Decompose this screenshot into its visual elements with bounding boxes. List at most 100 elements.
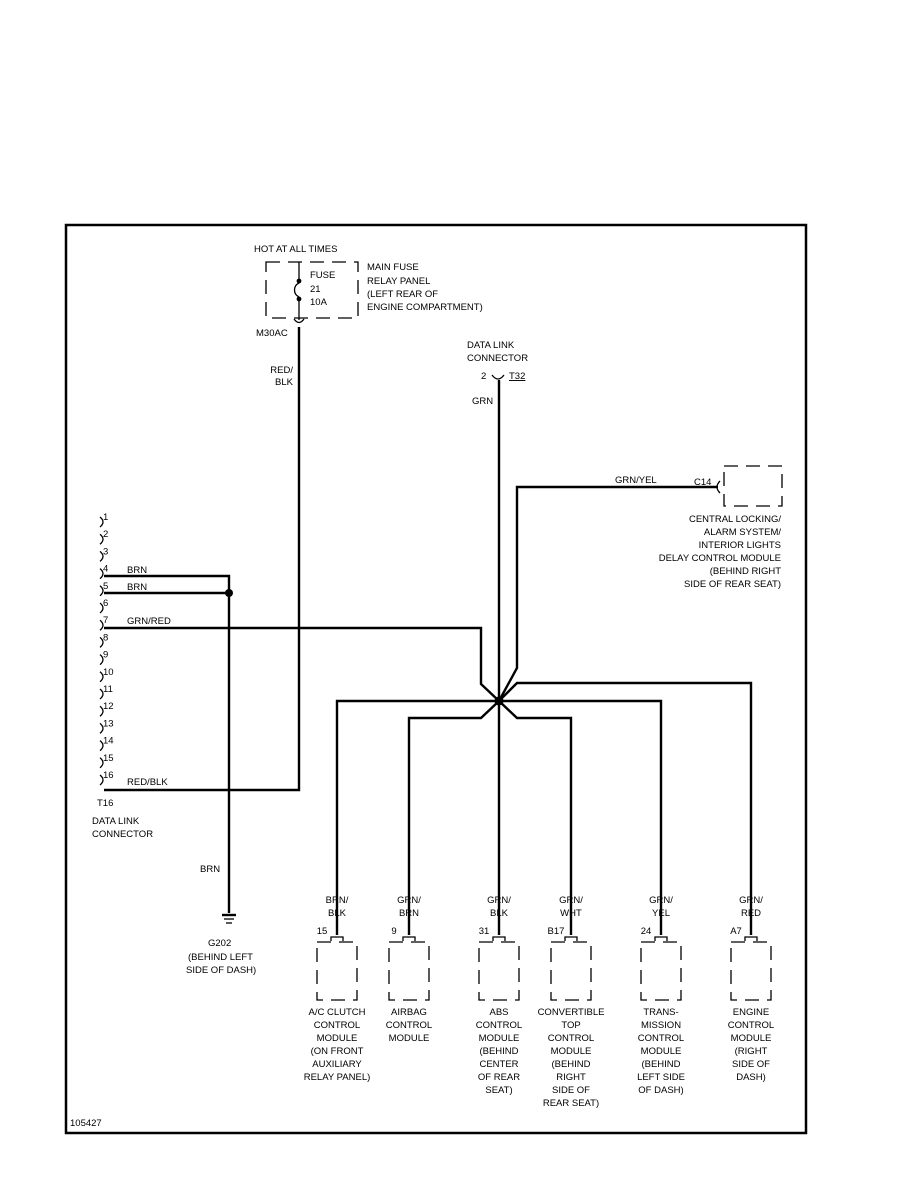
fuse-panel-caption-line: RELAY PANEL [367, 276, 430, 287]
module-connector-socket [744, 936, 758, 941]
t16-wire-labels: BRN BRN GRN/RED RED/BLK [127, 565, 171, 788]
module-description-line: MISSION [641, 1020, 681, 1031]
t16-caption: DATA LINK [92, 816, 140, 827]
wire-red-blk [104, 327, 301, 792]
c14-module-caption: (BEHIND RIGHT [710, 566, 781, 577]
t16-pin4-wire: BRN [127, 565, 147, 576]
module-description-line: MODULE [641, 1046, 682, 1057]
c14-connector-label: C14 [694, 477, 711, 488]
t16-pin-socket [99, 688, 104, 700]
module-description-line: MODULE [731, 1033, 772, 1044]
ground-name: G202 [208, 938, 231, 949]
fuse-panel-box [265, 261, 359, 319]
c14-module-caption: INTERIOR LIGHTS [699, 540, 781, 551]
module-pin-label: 9 [391, 926, 396, 937]
fuse-panel-caption-line: ENGINE COMPARTMENT) [367, 302, 483, 313]
ground-icon [222, 913, 236, 924]
wire-grn-wht-convertible [498, 700, 573, 935]
t16-pin-number: 9 [103, 650, 108, 661]
fuse-panel-caption-line: MAIN FUSE [367, 262, 419, 273]
wiring [104, 327, 753, 935]
module-description-line: (RIGHT [735, 1046, 768, 1057]
module-wire-color: BLK [490, 908, 509, 919]
t16-pin-number: 2 [103, 529, 108, 540]
fuse-panel-caption-line: (LEFT REAR OF [367, 289, 438, 300]
module-wire-color: GRN/ [487, 895, 511, 906]
t16-pin-socket [99, 740, 104, 752]
t16-pin-socket [99, 550, 104, 562]
module-pin-label: A7 [730, 926, 742, 937]
t16-pin-number: 5 [103, 581, 108, 592]
module-box [550, 941, 592, 1001]
t16-pin-number: 6 [103, 598, 108, 609]
data-link-connector-t32: DATA LINK CONNECTOR 2 T32 GRN [467, 340, 528, 407]
t16-pin-number: 12 [103, 701, 114, 712]
module-wire-color: GRN/ [739, 895, 763, 906]
module-description-line: A/C CLUTCH [308, 1007, 365, 1018]
module-description-line: MODULE [479, 1033, 520, 1044]
wire-grn-red-engine [498, 681, 753, 935]
c14-module-caption: CENTRAL LOCKING/ [689, 514, 781, 525]
fuse-panel-caption: MAIN FUSE RELAY PANEL (LEFT REAR OF ENGI… [367, 262, 483, 313]
t16-pin-number: 13 [103, 718, 114, 729]
wire-brn-blk-ac [335, 699, 499, 935]
module-description-line: MODULE [389, 1033, 430, 1044]
module-connector-socket [654, 936, 668, 941]
module-description-line: SIDE OF [552, 1085, 590, 1096]
module-description-line: AUXILIARY [312, 1059, 362, 1070]
t16-pin-number: 3 [103, 546, 108, 557]
t16-pin-number: 11 [103, 684, 113, 695]
fuse-wire-color: RED/ [270, 365, 293, 376]
ground-location: SIDE OF DASH) [186, 965, 256, 976]
module-wire-color: YEL [652, 908, 670, 919]
fuse-rating: 10A [310, 297, 328, 308]
module-box [478, 941, 520, 1001]
fuse-connector-label: M30AC [256, 328, 288, 339]
module-description-line: REAR SEAT) [543, 1098, 599, 1109]
module-description-line: SIDE OF [732, 1059, 770, 1070]
module-description-line: MODULE [317, 1033, 358, 1044]
module-description-line: CENTER [479, 1059, 518, 1070]
dlc-top-caption: CONNECTOR [467, 353, 528, 364]
module-wire-color: WHT [560, 908, 582, 919]
module-box [730, 941, 772, 1001]
t16-pin5-wire: BRN [127, 582, 147, 593]
dlc-top-connector-id: T32 [509, 371, 525, 382]
central-locking-module: GRN/YEL C14 CENTRAL LOCKING/ ALARM SYSTE… [615, 465, 783, 590]
diagram-frame [64, 223, 808, 1135]
module-description-line: CONTROL [476, 1020, 522, 1031]
t16-pin-socket [99, 619, 104, 631]
t16-pin-socket [99, 602, 104, 614]
module-wire-color: GRN/ [559, 895, 583, 906]
t16-pin-socket [99, 757, 104, 769]
t16-pin-number: 15 [103, 753, 114, 764]
t16-pin-number: 8 [103, 632, 108, 643]
t16-pin-number: 16 [103, 770, 114, 781]
t16-pin-socket [99, 568, 104, 580]
t16-pin-socket [99, 654, 104, 666]
ground-location: (BEHIND LEFT [188, 952, 253, 963]
figure-number: 105427 [70, 1118, 102, 1129]
module-description-line: RELAY PANEL) [304, 1072, 371, 1083]
module-wire-color: BRN/ [326, 895, 349, 906]
t16-pin-socket [99, 705, 104, 717]
module-description-line: CONTROL [386, 1020, 432, 1031]
module-description-line: DASH) [736, 1072, 766, 1083]
t16-pin-socket [99, 722, 104, 734]
fuse-label: FUSE [310, 270, 335, 281]
dlc-top-wire-color: GRN [472, 396, 493, 407]
module-description-line: ABS [489, 1007, 508, 1018]
t16-pin16-wire: RED/BLK [127, 777, 168, 788]
module-description-line: SEAT) [485, 1085, 512, 1096]
module-description-line: CONTROL [728, 1020, 774, 1031]
t16-pin-number: 14 [103, 736, 114, 747]
module-pin-label: B17 [548, 926, 565, 937]
t16-pin-number: 1 [103, 512, 108, 523]
module-description-line: CONTROL [638, 1033, 684, 1044]
module-connector-socket [492, 936, 506, 941]
module-description-line: TRANS- [643, 1007, 678, 1018]
module-box [316, 941, 358, 1001]
module-wire-color: RED [741, 908, 761, 919]
